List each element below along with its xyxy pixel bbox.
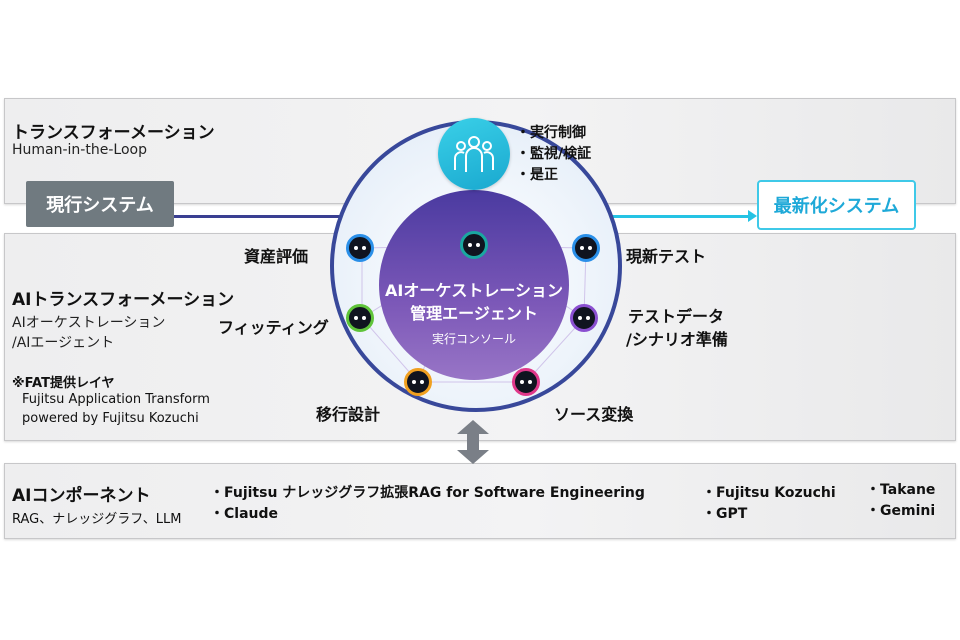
component-rag-kg: ・Fujitsu ナレッジグラフ拡張RAG for Software Engin… <box>210 485 645 501</box>
task-scenario-prep: /シナリオ準備 <box>626 330 728 349</box>
component-gpt: ・GPT <box>702 506 748 522</box>
fitting-agent-icon <box>346 304 374 332</box>
ai-components-title: AIコンポーネント <box>12 486 151 506</box>
role-correction: ・是正 <box>516 167 558 183</box>
ai-transformation-title: AIトランスフォーメーション <box>12 290 235 310</box>
test-data-agent-icon <box>570 304 598 332</box>
task-current-new-test: 現新テスト <box>626 247 707 266</box>
fat-layer-title: ※FAT提供レイヤ <box>12 376 115 391</box>
role-execution-control: ・実行制御 <box>516 125 586 141</box>
source-conversion-agent-icon <box>512 368 540 396</box>
human-in-the-loop-badge <box>438 118 510 190</box>
orchestration-manager-core <box>379 190 569 380</box>
people-group-icon <box>454 136 494 172</box>
task-migration-design: 移行設計 <box>316 405 381 424</box>
migration-design-agent-icon <box>404 368 432 396</box>
task-asset-evaluation: 資産評価 <box>244 247 309 266</box>
component-gemini: ・Gemini <box>866 503 936 519</box>
center-title-line-1: AIオーケストレーション <box>384 281 564 300</box>
bidirectional-arrow-icon <box>457 420 489 464</box>
fat-layer-line-2: powered by Fujitsu Kozuchi <box>22 411 199 426</box>
new-system-connector <box>600 215 750 218</box>
current-system-box: 現行システム <box>26 181 174 227</box>
center-title-line-2: 管理エージェント <box>410 304 538 323</box>
execution-console-label: 実行コンソール <box>431 332 516 346</box>
orchestrator-agent-icon <box>460 231 488 259</box>
ai-components-band <box>4 463 956 539</box>
asset-evaluation-agent-icon <box>346 234 374 262</box>
new-system-arrow-icon <box>748 210 757 222</box>
ai-components-subtitle: RAG、ナレッジグラフ、LLM <box>12 512 182 527</box>
current-system-connector <box>174 215 374 218</box>
current-new-test-agent-icon <box>572 234 600 262</box>
task-source-conversion: ソース変換 <box>554 405 634 424</box>
fat-layer-line-1: Fujitsu Application Transform <box>22 392 210 407</box>
role-monitor-verify: ・監視/検証 <box>516 146 592 162</box>
task-test-data: テストデータ <box>628 307 725 326</box>
ai-orchestration-line: AIオーケストレーション <box>12 315 166 331</box>
transformation-subtitle: Human-in-the-Loop <box>12 142 147 158</box>
transformation-title: トランスフォーメーション <box>12 123 215 143</box>
ai-agent-line: /AIエージェント <box>12 335 115 351</box>
component-takane: ・Takane <box>866 482 936 498</box>
task-fitting: フィッティング <box>218 318 329 337</box>
new-system-box: 最新化システム <box>757 180 916 230</box>
component-claude: ・Claude <box>210 506 279 522</box>
component-kozuchi: ・Fujitsu Kozuchi <box>702 485 836 501</box>
